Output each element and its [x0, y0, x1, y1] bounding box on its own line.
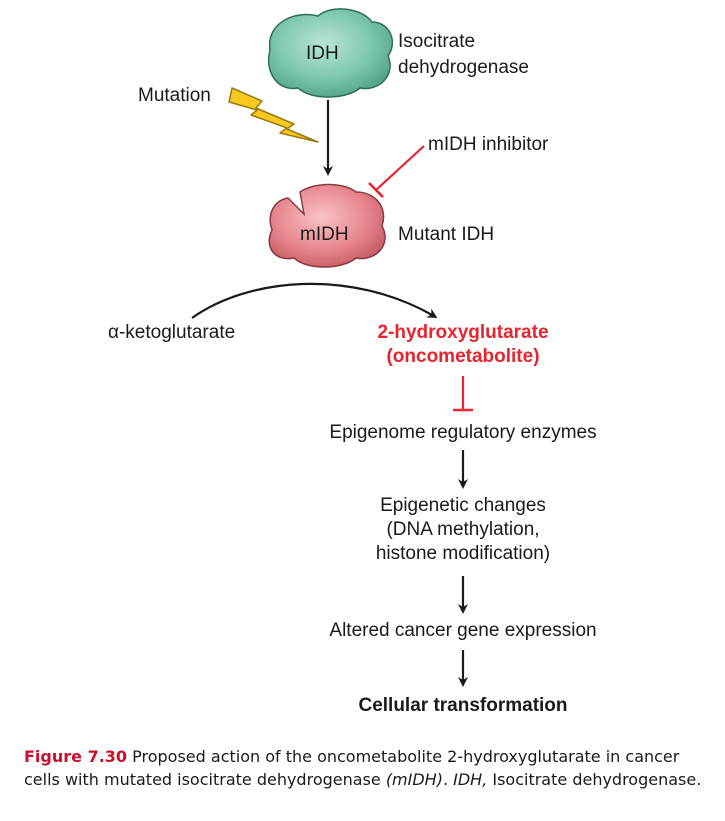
- epigenome-enzymes-label: Epigenome regulatory enzymes: [329, 422, 597, 443]
- midh-enzyme-shape: [268, 183, 386, 268]
- idh-enzyme-shape: [267, 8, 393, 98]
- epigenetic-changes-line1: Epigenetic changes: [380, 495, 546, 516]
- idh-name-line2: dehydrogenase: [398, 57, 529, 78]
- caption-text-3: Isocitrate dehydrogenase.: [487, 770, 702, 789]
- epigenetic-changes-line2: (DNA methylation,: [386, 519, 540, 540]
- mutation-label: Mutation: [138, 85, 211, 106]
- gene-expression-label: Altered cancer gene expression: [329, 620, 597, 641]
- inhibitor-label: mIDH inhibitor: [428, 134, 549, 155]
- midh-node-label: mIDH: [300, 224, 349, 245]
- caption-text-2: .: [442, 770, 454, 789]
- conversion-arrow: [191, 282, 438, 319]
- idh-node-label: IDH: [306, 43, 339, 64]
- idh-name-line1: Isocitrate: [398, 31, 476, 52]
- caption-abbr-idh: IDH,: [453, 770, 488, 789]
- lightning-icon: [228, 87, 319, 143]
- inhibitor-bar: [368, 182, 384, 198]
- product-line2: (oncometabolite): [386, 346, 540, 367]
- epigenetic-changes-line3: histone modification): [375, 543, 551, 564]
- inhibitor-line: [375, 145, 425, 191]
- caption-text-1: Proposed action of the oncometabolite 2-…: [24, 747, 680, 789]
- caption-abbr-midh: (mIDH): [385, 770, 443, 789]
- figure-caption: Figure 7.30 Proposed action of the oncom…: [24, 745, 714, 791]
- figure-label: Figure 7.30: [24, 747, 128, 766]
- product-line1: 2-hydroxyglutarate: [377, 322, 549, 343]
- substrate-label: α-ketoglutarate: [108, 322, 236, 343]
- cellular-transformation-label: Cellular transformation: [358, 695, 568, 716]
- midh-name-label: Mutant IDH: [398, 224, 495, 245]
